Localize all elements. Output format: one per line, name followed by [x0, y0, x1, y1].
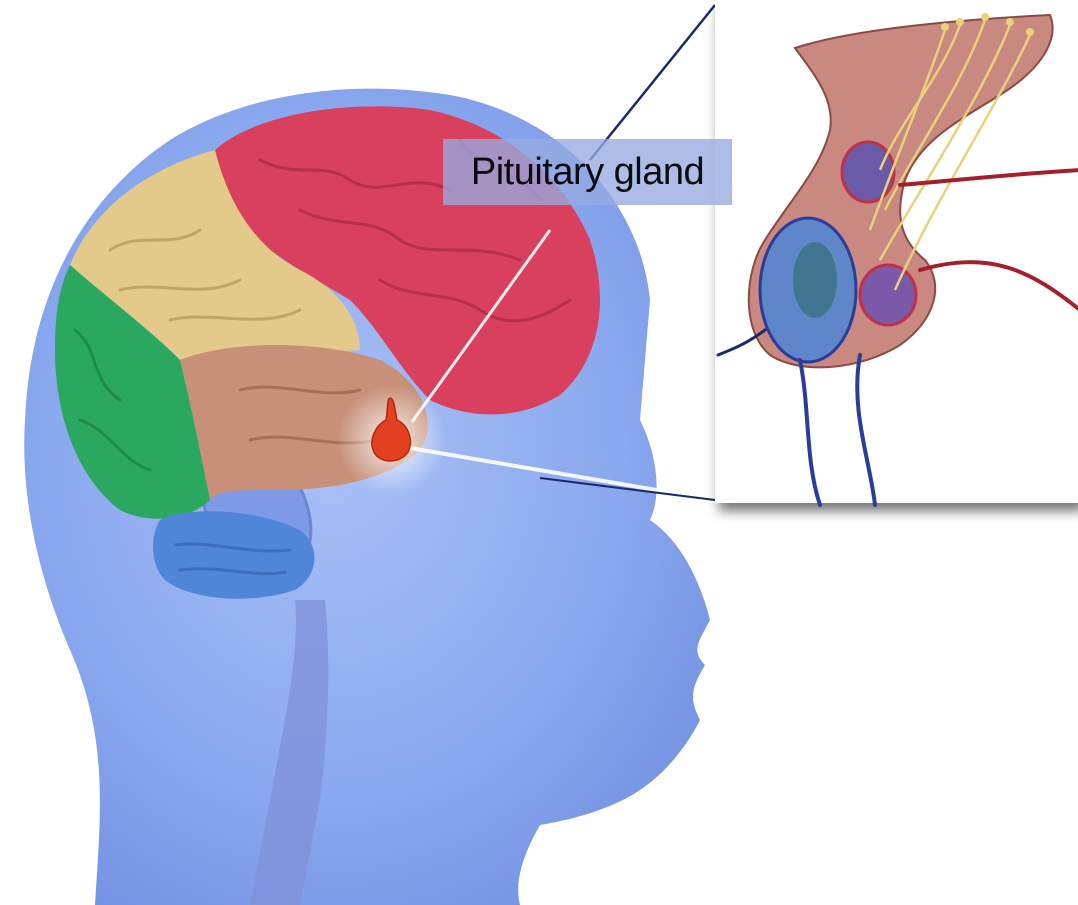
pituitary-label: Pituitary gland	[471, 151, 704, 194]
pituitary-label-box: Pituitary gland	[443, 139, 732, 205]
